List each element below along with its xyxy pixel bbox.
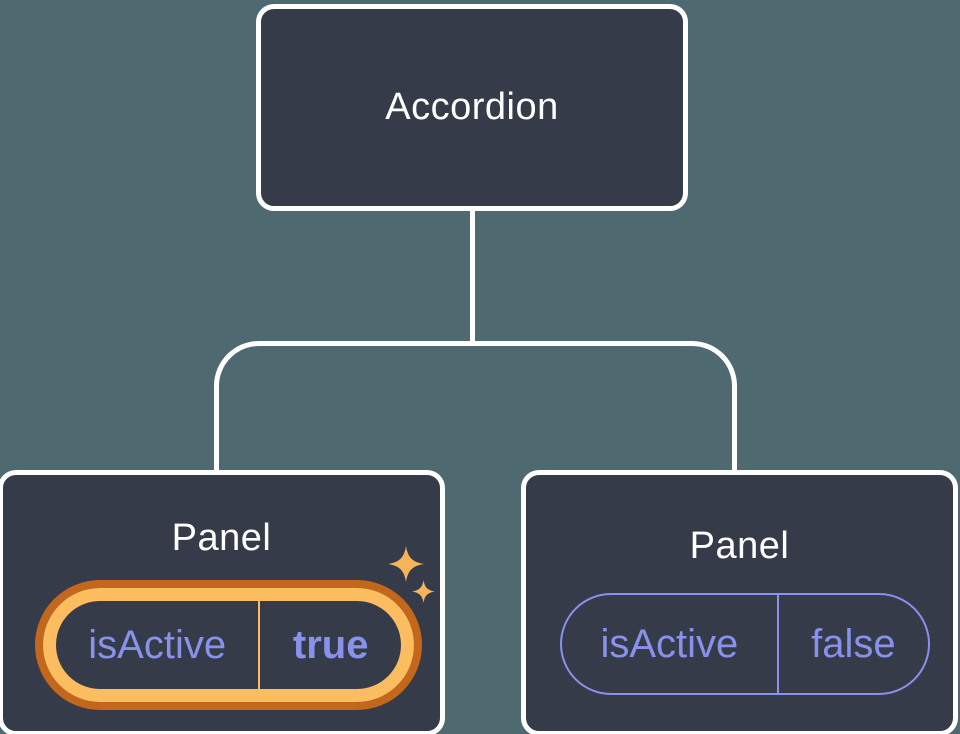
state-value-cell: true [292, 622, 369, 667]
panel-label: Panel [689, 525, 790, 567]
state-key-cell: isActive [562, 595, 779, 693]
state-pill-active: isActive true [35, 580, 422, 710]
state-value-cell: false [811, 621, 896, 666]
panel-label: Panel [171, 517, 272, 559]
sparkle-star-small-icon [412, 580, 435, 603]
accordion-node: Accordion [256, 4, 688, 211]
panel-node-active: Panel isActive true [0, 470, 445, 734]
connector-bracket [214, 341, 737, 476]
state-pill-active-ring: isActive true [43, 588, 414, 702]
panel-node-inactive: Panel isActive false [521, 470, 958, 734]
connector-stem [470, 209, 475, 346]
state-key-cell: isActive [56, 601, 261, 689]
sparkle-star-icon [388, 546, 424, 582]
accordion-label: Accordion [385, 86, 559, 128]
state-pill-inactive: isActive false [560, 593, 930, 695]
